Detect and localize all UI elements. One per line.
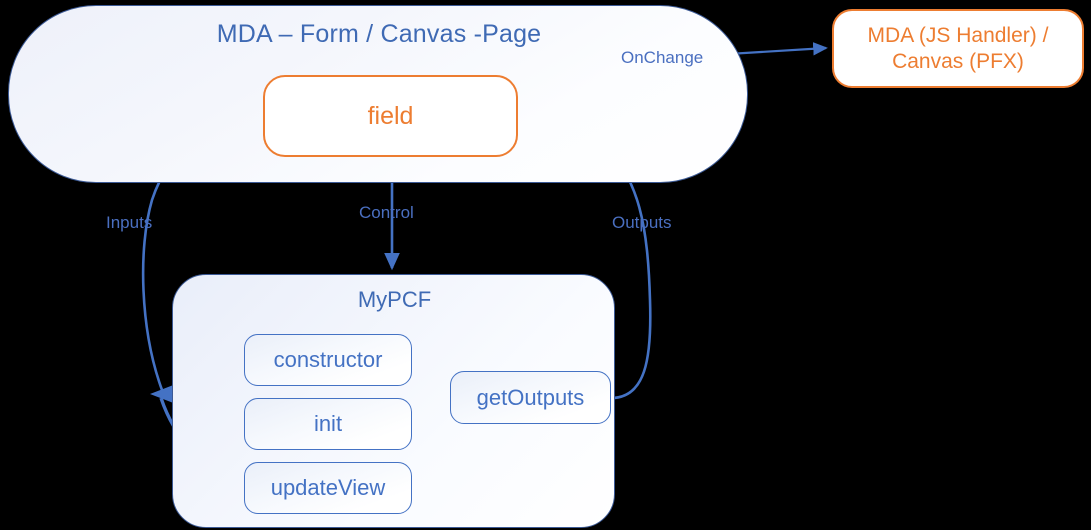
js-handler-label-line2: Canvas (PFX) [892, 49, 1024, 73]
method-label-constructor: constructor [273, 347, 383, 372]
edge-label-control: Control [359, 203, 414, 222]
edge-inputs-junction-arrowhead [150, 384, 176, 404]
mda-form-canvas-container: MDA – Form / Canvas -Page [8, 5, 748, 183]
edge-label-inputs: Inputs [106, 213, 153, 232]
edge-label-outputs: Outputs [612, 213, 672, 232]
js-handler-label-line1: MDA (JS Handler) / [867, 23, 1049, 47]
method-node-updateview[interactable]: updateView [244, 462, 412, 514]
method-label-updateview: updateView [270, 475, 386, 500]
mypcf-container-title: MyPCF [357, 287, 432, 312]
mda-js-handler-canvas-pfx-node[interactable]: MDA (JS Handler) / Canvas (PFX) [832, 9, 1084, 88]
field-node[interactable]: field [263, 75, 518, 157]
method-node-getoutputs[interactable]: getOutputs [450, 371, 611, 424]
method-label-getoutputs: getOutputs [476, 384, 585, 410]
field-node-label: field [367, 101, 414, 130]
method-label-init: init [313, 411, 343, 436]
edge-label-onchange: OnChange [621, 48, 704, 67]
method-node-init[interactable]: init [244, 398, 412, 450]
mda-container-title: MDA – Form / Canvas -Page [216, 20, 542, 48]
method-node-constructor[interactable]: constructor [244, 334, 412, 386]
